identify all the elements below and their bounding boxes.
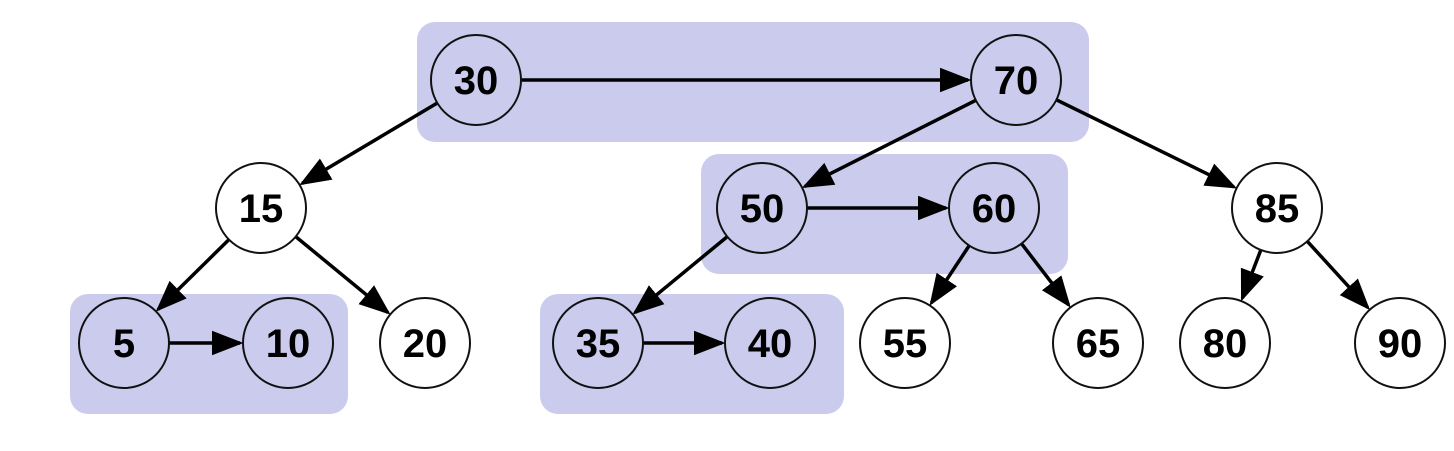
node-35: 35 — [552, 297, 644, 389]
node-15: 15 — [215, 162, 307, 254]
node-15-circle — [215, 162, 307, 254]
node-15-label: 15 — [239, 187, 284, 231]
node-90: 90 — [1354, 297, 1446, 389]
node-70-label: 70 — [994, 59, 1039, 103]
edge-70-to-85 — [1055, 98, 1238, 189]
edge-60-to-65 — [1020, 242, 1071, 308]
node-50-label: 50 — [740, 187, 785, 231]
node-85: 85 — [1231, 162, 1323, 254]
edge-60-to-55 — [929, 244, 971, 306]
edge-15-to-20 — [294, 235, 391, 315]
node-5-label: 5 — [113, 322, 135, 366]
node-50-circle — [716, 162, 808, 254]
node-40-circle — [724, 297, 816, 389]
node-60-circle — [948, 162, 1040, 254]
nodes: 30 70 15 50 60 85 5 10 — [78, 34, 1446, 389]
node-5: 5 — [78, 297, 170, 389]
edges — [155, 67, 1371, 356]
node-70-circle — [970, 34, 1062, 126]
node-20-label: 20 — [403, 322, 448, 366]
node-60: 60 — [948, 162, 1040, 254]
node-70: 70 — [970, 34, 1062, 126]
node-50: 50 — [716, 162, 808, 254]
node-35-circle — [552, 297, 644, 389]
node-80: 80 — [1179, 297, 1271, 389]
node-10-circle — [242, 297, 334, 389]
edge-30-to-15 — [299, 101, 439, 186]
edge-50-to-35 — [632, 235, 729, 315]
node-65-label: 65 — [1076, 322, 1121, 366]
node-20-circle — [379, 297, 471, 389]
node-85-circle — [1231, 162, 1323, 254]
node-10-label: 10 — [266, 322, 311, 366]
node-30-label: 30 — [454, 59, 499, 103]
edge-70-to-50 — [801, 98, 977, 188]
node-40-label: 40 — [748, 322, 793, 366]
node-85-label: 85 — [1255, 187, 1300, 231]
node-55: 55 — [859, 297, 951, 389]
node-60-label: 60 — [972, 187, 1017, 231]
node-55-circle — [859, 297, 951, 389]
node-35-label: 35 — [576, 322, 621, 366]
node-80-label: 80 — [1203, 322, 1248, 366]
node-65: 65 — [1052, 297, 1144, 389]
node-10: 10 — [242, 297, 334, 389]
node-20: 20 — [379, 297, 471, 389]
edge-85-to-90 — [1306, 240, 1371, 311]
edge-15-to-5 — [155, 238, 231, 312]
node-65-circle — [1052, 297, 1144, 389]
node-90-label: 90 — [1378, 322, 1423, 366]
node-5-circle — [78, 297, 170, 389]
node-55-label: 55 — [883, 322, 928, 366]
node-80-circle — [1179, 297, 1271, 389]
node-40: 40 — [724, 297, 816, 389]
edge-85-to-80 — [1240, 249, 1264, 302]
node-90-circle — [1354, 297, 1446, 389]
group-box-30-70 — [417, 22, 1089, 142]
node-30: 30 — [430, 34, 522, 126]
node-30-circle — [430, 34, 522, 126]
